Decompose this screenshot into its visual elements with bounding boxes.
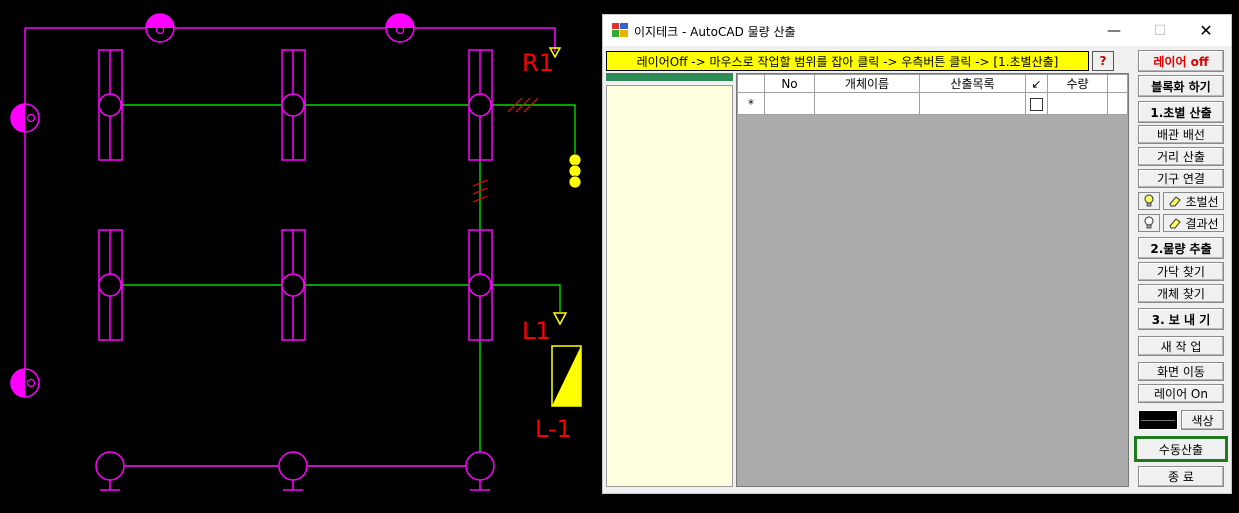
app-window: 이지테크 - AutoCAD 물량 산출 — ☐ ✕ 레이어Off -> 마우스… <box>602 14 1232 494</box>
piping-wiring-button[interactable]: 배관 배선 <box>1138 125 1224 144</box>
fixture-nodes <box>98 93 492 297</box>
cell-filler <box>1107 92 1128 115</box>
l1-arrow <box>552 312 568 326</box>
color-button[interactable]: 색상 <box>1181 410 1224 430</box>
table-row[interactable]: * <box>737 92 1128 115</box>
draft-line-erase-button[interactable]: 초벌선 <box>1163 192 1224 210</box>
light-fixtures <box>98 49 493 341</box>
title-bar[interactable]: 이지테크 - AutoCAD 물량 산출 — ☐ ✕ <box>603 15 1231 46</box>
results-grid[interactable]: No 개체이름 산출목록 ↙ 수량 * <box>737 74 1128 115</box>
manual-calc-button[interactable]: 수동산출 <box>1134 436 1228 462</box>
layer-off-button[interactable]: 레이어 off <box>1138 50 1224 72</box>
distance-calc-button[interactable]: 거리 산출 <box>1138 147 1224 166</box>
eraser-icon <box>1169 218 1182 229</box>
r1-arrow <box>548 47 562 59</box>
panel-l1 <box>551 345 582 407</box>
eraser-icon <box>1169 196 1182 207</box>
close-button[interactable]: ✕ <box>1199 21 1213 40</box>
grid-header-object-name[interactable]: 개체이름 <box>814 74 920 93</box>
results-grid-area[interactable]: No 개체이름 산출목록 ↙ 수량 * <box>736 73 1129 487</box>
junction-symbol <box>568 153 582 189</box>
lightbulb-icon <box>1144 194 1154 207</box>
minimize-button[interactable]: — <box>1107 22 1121 39</box>
help-button[interactable]: ? <box>1092 51 1114 71</box>
l1-label: L1 <box>522 317 551 345</box>
draft-calc-button[interactable]: 1.초별 산출 <box>1138 101 1224 123</box>
draft-line-bulb-button[interactable] <box>1138 192 1160 210</box>
green-wiring <box>110 104 576 467</box>
blockify-button[interactable]: 블록화 하기 <box>1138 75 1224 97</box>
top-fixture-1 <box>145 13 175 43</box>
fixture-link-button[interactable]: 기구 연결 <box>1138 169 1224 188</box>
row-checkbox[interactable] <box>1030 97 1043 111</box>
layer-on-button[interactable]: 레이어 On <box>1138 384 1224 403</box>
cell-no[interactable] <box>764 92 815 115</box>
grid-header-no[interactable]: No <box>764 74 815 93</box>
r1-label: R1 <box>522 49 554 77</box>
left-fixture-1 <box>10 103 40 133</box>
find-object-button[interactable]: 개체 찾기 <box>1138 284 1224 303</box>
wire-ticks <box>472 97 539 203</box>
grid-header-check[interactable]: ↙ <box>1025 74 1048 93</box>
color-swatch <box>1138 410 1178 430</box>
export-button[interactable]: 3. 보 내 기 <box>1138 308 1224 330</box>
result-line-erase-button[interactable]: 결과선 <box>1163 214 1224 232</box>
top-wire <box>24 27 556 383</box>
cad-drawing-canvas[interactable]: R1 L1 L-1 <box>0 0 600 513</box>
result-line-label: 결과선 <box>1185 216 1219 231</box>
new-job-button[interactable]: 새 작 업 <box>1138 336 1224 356</box>
exit-button[interactable]: 종 료 <box>1138 466 1224 487</box>
lightbulb-off-icon <box>1144 216 1154 229</box>
cell-calc-list[interactable] <box>919 92 1026 115</box>
draft-line-label: 초벌선 <box>1185 194 1219 209</box>
cell-check[interactable] <box>1025 92 1048 115</box>
grid-header-selector <box>737 74 765 93</box>
quantity-extract-button[interactable]: 2.물량 추출 <box>1138 237 1224 259</box>
grid-header-quantity[interactable]: 수량 <box>1047 74 1108 93</box>
panel-label: L-1 <box>535 415 572 443</box>
result-line-bulb-button[interactable] <box>1138 214 1160 232</box>
move-view-button[interactable]: 화면 이동 <box>1138 362 1224 381</box>
new-row-marker: * <box>737 92 765 115</box>
instruction-banner: 레이어Off -> 마우스로 작업할 범위를 잡아 클릭 -> 우측버튼 클릭 … <box>606 51 1089 71</box>
bottom-fixtures <box>95 451 495 491</box>
top-fixture-2 <box>385 13 415 43</box>
left-panel[interactable] <box>606 85 733 487</box>
cell-quantity[interactable] <box>1047 92 1108 115</box>
grid-header-calc-list[interactable]: 산출목록 <box>919 74 1026 93</box>
left-fixture-2 <box>10 368 40 398</box>
find-strand-button[interactable]: 가닥 찾기 <box>1138 262 1224 281</box>
grid-header-filler <box>1107 74 1128 93</box>
left-panel-header <box>606 73 733 81</box>
cell-object-name[interactable] <box>814 92 920 115</box>
maximize-button[interactable]: ☐ <box>1153 22 1167 39</box>
window-title: 이지테크 - AutoCAD 물량 산출 <box>634 25 796 39</box>
app-icon <box>612 23 628 37</box>
